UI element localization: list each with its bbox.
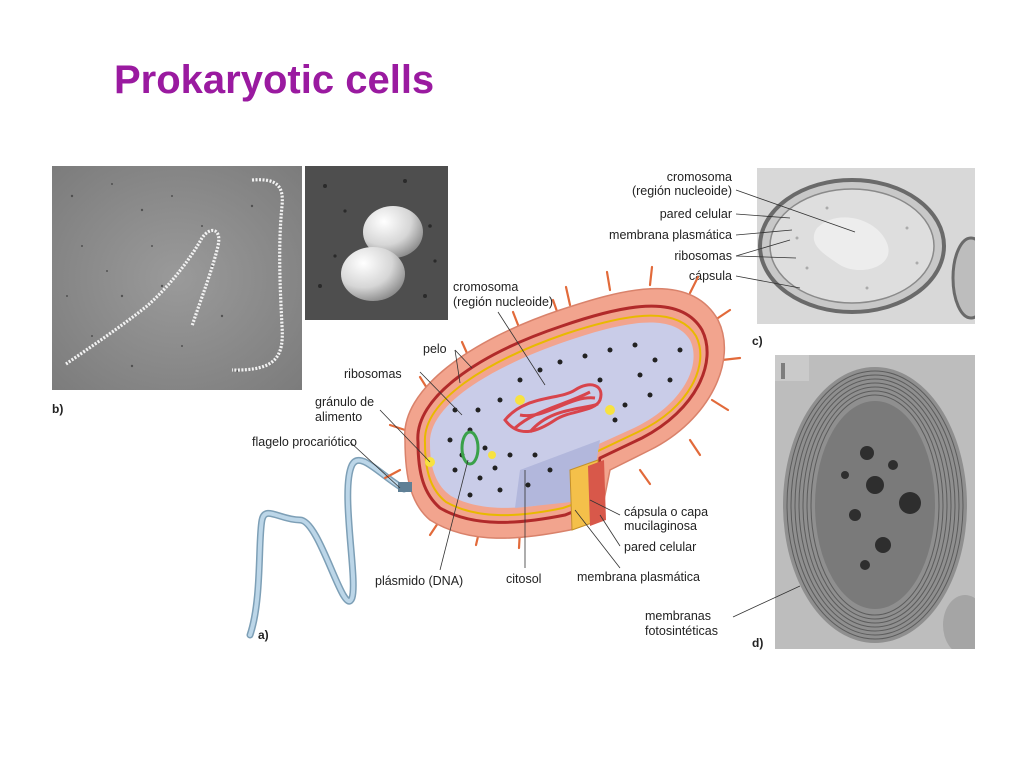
a-label-membrana: membrana plasmática (577, 570, 700, 584)
a-label-flagelo: flagelo procariótico (252, 435, 357, 449)
panel-label-c: c) (752, 334, 763, 348)
a-label-cromosoma-1: cromosoma (453, 280, 519, 294)
flagellum (246, 456, 408, 639)
a-label-ribosomas: ribosomas (344, 367, 402, 381)
a-label-capsula-1: cápsula o capa (624, 505, 709, 519)
cell-wall (416, 304, 709, 524)
a-label-plasmido: plásmido (DNA) (375, 574, 464, 588)
c-label-cromosoma-1: cromosoma (666, 170, 732, 184)
d-label-membranas-1: membranas (645, 609, 711, 623)
c-label-capsula: cápsula (688, 269, 732, 283)
a-label-capsula-2: mucilaginosa (624, 519, 697, 533)
c-label-cromosoma-2: (región nucleoide) (631, 184, 732, 198)
a-label-granulo-1: gránulo de (315, 395, 375, 409)
a-label-pared: pared celular (624, 540, 697, 554)
c-label-membrana: membrana plasmática (609, 228, 732, 242)
micrograph-spirilla (52, 166, 302, 390)
panel-label-a: a) (258, 628, 269, 642)
micrograph-c (757, 168, 975, 324)
chromosome (503, 383, 603, 434)
plasma-membrane (423, 314, 702, 517)
a-label-granulo-2: alimento (315, 410, 363, 424)
panel-label-d: d) (752, 636, 764, 650)
micrograph-d (775, 355, 975, 649)
slide-title: Prokaryotic cells (114, 58, 435, 102)
a-label-cromosoma-2: (región nucleoide) (453, 295, 554, 309)
plasmid (460, 430, 480, 466)
d-label-membranas-2: fotosintéticas (645, 624, 718, 638)
a-label-pelo: pelo (423, 342, 447, 356)
panel-label-b: b) (52, 402, 64, 416)
ribosomes (447, 342, 683, 498)
micrograph-diplococcus (305, 166, 448, 320)
a-label-citosol: citosol (506, 572, 542, 586)
c-label-pared: pared celular (659, 207, 732, 221)
c-label-ribosomas: ribosomas (674, 249, 732, 263)
